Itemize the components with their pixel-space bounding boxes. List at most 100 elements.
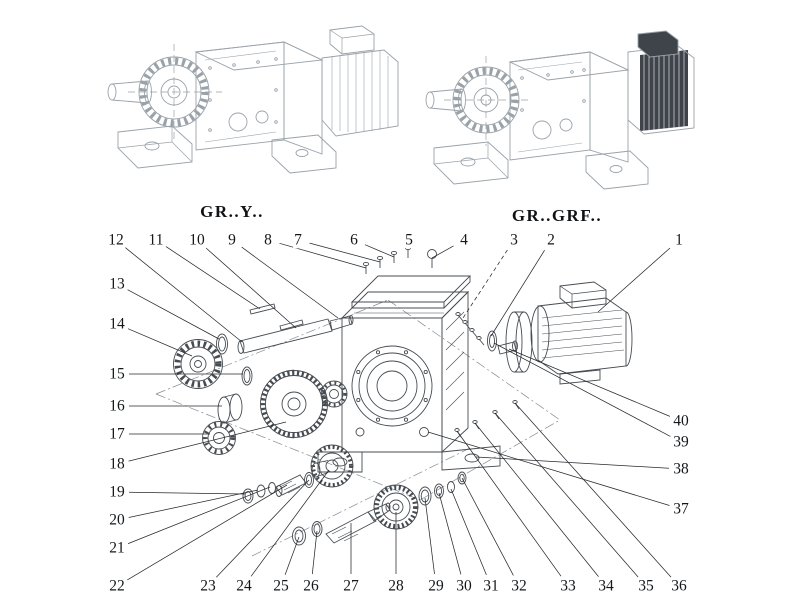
leader-line-1 bbox=[597, 247, 671, 313]
leader-line-35 bbox=[494, 412, 639, 578]
pinion-shaft-lower bbox=[325, 502, 391, 544]
leader-line-7 bbox=[309, 242, 381, 263]
callout-36: 36 bbox=[670, 577, 688, 595]
leader-line-2 bbox=[490, 250, 545, 337]
leader-line-9 bbox=[241, 246, 339, 319]
callout-9: 9 bbox=[227, 231, 237, 249]
washers-lower bbox=[418, 471, 467, 506]
callout-10: 10 bbox=[188, 231, 206, 249]
shaft-key bbox=[249, 303, 276, 315]
leader-line-37 bbox=[427, 431, 670, 506]
spacer-sleeve bbox=[217, 393, 243, 424]
washers-upper bbox=[242, 482, 276, 504]
callout-12: 12 bbox=[107, 231, 125, 249]
callout-6: 6 bbox=[349, 231, 359, 249]
callout-22: 22 bbox=[108, 577, 126, 595]
gearmotor-figure-right bbox=[425, 30, 695, 190]
leader-line-29 bbox=[424, 497, 435, 575]
leader-line-3 bbox=[462, 249, 508, 319]
figure-label-gr-y: GR..Y.. bbox=[200, 202, 264, 221]
leader-line-34 bbox=[474, 422, 599, 577]
callout-24: 24 bbox=[235, 577, 253, 595]
callout-39: 39 bbox=[672, 433, 690, 451]
callout-23: 23 bbox=[199, 577, 217, 595]
ball-bearing-mid bbox=[320, 380, 348, 408]
callout-19: 19 bbox=[108, 483, 126, 501]
leader-line-6 bbox=[364, 244, 395, 258]
callout-35: 35 bbox=[637, 577, 655, 595]
callout-8: 8 bbox=[263, 231, 273, 249]
callout-15: 15 bbox=[108, 365, 126, 383]
gearmotor-figure-left bbox=[107, 25, 399, 174]
input-coupling bbox=[497, 340, 518, 355]
callout-38: 38 bbox=[672, 460, 690, 478]
callout-34: 34 bbox=[597, 577, 615, 595]
callout-16: 16 bbox=[108, 397, 126, 415]
callout-11: 11 bbox=[147, 231, 165, 249]
leader-line-30 bbox=[438, 492, 462, 575]
callout-2: 2 bbox=[546, 231, 556, 249]
leader-line-10 bbox=[205, 247, 297, 329]
gearbox-housing bbox=[317, 290, 501, 473]
callout-13: 13 bbox=[108, 275, 126, 293]
callout-20: 20 bbox=[108, 511, 126, 529]
callout-17: 17 bbox=[108, 425, 126, 443]
leader-line-24 bbox=[250, 469, 330, 577]
callout-31: 31 bbox=[482, 577, 500, 595]
callout-32: 32 bbox=[510, 577, 528, 595]
retaining-ring bbox=[216, 333, 228, 355]
finned-end-flange bbox=[173, 339, 223, 389]
ball-bearing-large bbox=[202, 421, 236, 455]
leader-line-25 bbox=[284, 536, 300, 575]
output-shaft bbox=[237, 315, 354, 354]
housing-cover bbox=[350, 275, 472, 314]
leader-line-4 bbox=[431, 245, 454, 259]
callout-33: 33 bbox=[559, 577, 577, 595]
drain-plug bbox=[419, 427, 429, 437]
leader-line-38 bbox=[475, 456, 670, 469]
pinion-shaft-upper bbox=[275, 474, 307, 497]
leader-line-20 bbox=[128, 489, 259, 518]
circlip bbox=[241, 366, 253, 386]
callout-28: 28 bbox=[387, 577, 405, 595]
leader-line-19 bbox=[128, 491, 246, 495]
leader-lines bbox=[125, 242, 672, 581]
callout-30: 30 bbox=[455, 577, 473, 595]
leader-line-13 bbox=[127, 289, 220, 340]
leader-line-23 bbox=[216, 479, 310, 578]
figure-label-gr-grf: GR..GRF.. bbox=[511, 206, 603, 225]
callout-25: 25 bbox=[272, 577, 290, 595]
callout-40: 40 bbox=[672, 412, 690, 430]
callout-18: 18 bbox=[108, 455, 126, 473]
callout-7: 7 bbox=[293, 231, 303, 249]
callout-21: 21 bbox=[108, 539, 126, 557]
leader-line-11 bbox=[165, 246, 261, 310]
leader-line-31 bbox=[450, 488, 487, 576]
cover-bolts bbox=[362, 245, 412, 274]
leader-line-12 bbox=[125, 247, 243, 343]
callout-26: 26 bbox=[302, 577, 320, 595]
callout-4: 4 bbox=[459, 231, 469, 249]
callout-27: 27 bbox=[342, 577, 360, 595]
input-bolts bbox=[455, 312, 485, 346]
intermediate-gear bbox=[310, 444, 354, 488]
leader-line-21 bbox=[127, 486, 271, 544]
seal-rings-lower bbox=[292, 521, 323, 546]
leader-line-40 bbox=[508, 348, 671, 417]
leader-line-36 bbox=[514, 402, 672, 578]
callout-37: 37 bbox=[672, 500, 690, 518]
callout-5: 5 bbox=[404, 231, 414, 249]
construction-lines bbox=[155, 299, 561, 557]
leader-line-22 bbox=[127, 484, 288, 581]
output-gear bbox=[260, 369, 328, 439]
eye-bolt bbox=[427, 249, 437, 268]
leader-line-18 bbox=[128, 421, 287, 462]
leader-line-33 bbox=[456, 430, 562, 577]
exploded-view bbox=[155, 245, 633, 557]
motor bbox=[505, 281, 633, 385]
callout-29: 29 bbox=[427, 577, 445, 595]
leader-line-26 bbox=[311, 530, 318, 575]
callout-14: 14 bbox=[108, 315, 126, 333]
